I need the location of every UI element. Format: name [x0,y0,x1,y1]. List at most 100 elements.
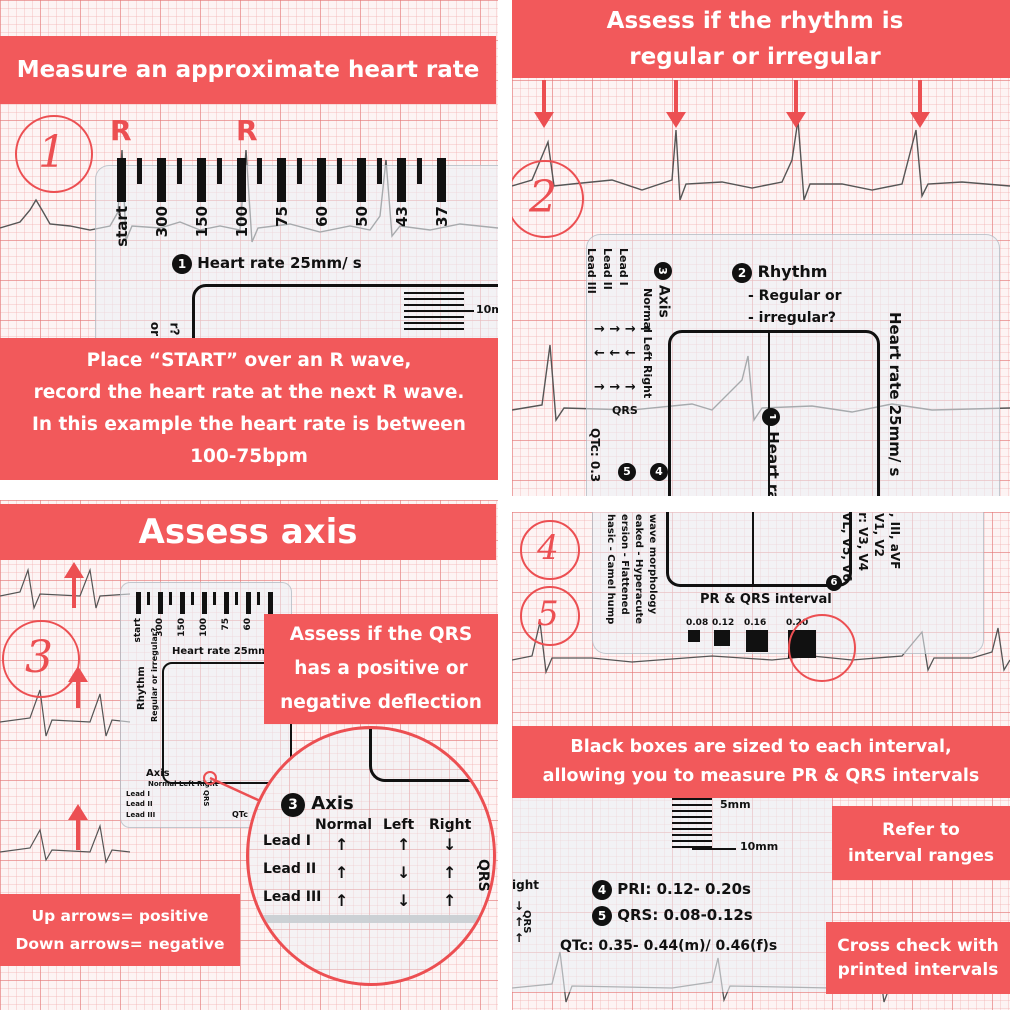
zoom-arrows-right: ↓↑↑ [443,835,457,910]
ruler-side-partial: or [148,321,163,337]
panel-intervals: 6 wave morphology eaked - Hyperacute ers… [512,512,1010,1010]
scale-label: 60 [312,206,331,227]
up-arrows-3 [64,562,88,850]
qrs-label-2: QRS [612,404,638,417]
footer-banner-3: Up arrows= positive Down arrows= negativ… [0,894,240,966]
interval-box [688,630,700,642]
scale-minor-tick [337,158,343,185]
morph-line-4: hasic - Camel hump [605,514,616,625]
ruler-heading-1: 1 Heart rate 25mm/ s [172,254,362,274]
scale-tick [224,592,229,614]
leads-partial-1: II, III, aVF [888,512,902,570]
callout-banner-3: Assess if the QRS has a positive or nega… [264,614,498,724]
ecg-trace-3 [0,567,131,864]
arrow-down-3 [794,80,798,120]
morph-line-1: wave morphology [647,514,658,615]
qtc-partial: QTc: 0.3 [588,428,602,483]
zoom-axis-heading: 3 Axis [281,793,354,817]
arrows-row-1: → → → → [594,322,652,337]
arrows-row-2: ← ← ← [594,346,636,361]
leads-partial-3: or: V3, V4 [856,512,870,572]
badge-6: 6 [826,570,842,591]
zoom-ruler-edge [249,915,493,923]
mini-axis-cols: Normal Left Right [148,780,219,788]
zoom-lead-ii: Lead II [263,861,317,877]
mini-hr-heading: Heart rate 25mm/ s [172,646,282,657]
scale-label: 75 [272,206,291,227]
hr-heading-vertical-b: Heart rate 25mm/ s [886,312,904,477]
mm-scale-lines [404,292,464,332]
scale-tick [437,158,446,202]
scale-label: 43 [392,206,411,227]
step-1-circle [15,115,93,193]
scale-label: 37 [432,206,451,227]
scale-minor-tick [217,158,223,185]
scale-minor-tick [177,158,183,185]
scale-tick [268,592,273,614]
step-2-number: 2 [529,171,557,223]
mini-lead-i: Lead I [126,790,150,798]
lead-ii-vertical: Lead II [601,248,614,290]
qtc-text: QTc: 0.35- 0.44(m)/ 0.46(f)s [560,938,778,954]
zoom-col-left: Left [383,817,415,833]
zoom-qrs: QRS [475,859,491,892]
zoom-col-normal: Normal [315,817,373,833]
r-wave-label-2: R [236,114,258,147]
interval-label: 0.08 [686,618,709,628]
scale-minor-tick [137,158,143,185]
axis-vertical-heading: 3 Axis [654,262,672,318]
ruler-side-partial-2: r? [167,322,182,336]
partial-ight: ight [512,878,539,892]
lower-mm-lines [672,792,712,852]
scale-minor-tick [191,592,194,606]
partial-arrows: ↓↑↑ [514,899,525,945]
rhythm-line-1: - Regular or [748,288,842,304]
step-4-circle [520,520,580,580]
scale-minor-tick [235,592,238,606]
ruler-2 [586,234,1000,496]
rhythm-heading: 2 Rhythm [732,262,827,283]
scale-label: 300 [152,206,171,238]
step-5-number: 5 [537,594,559,634]
leads-partial-4: aVL, V5, V6 [840,512,854,582]
mini-axis: Axis [146,768,170,779]
step-3-circle [2,620,80,698]
step-1-number: 1 [38,126,66,178]
highlight-0.20-circle [788,614,856,682]
scale-tick [237,158,246,202]
zoom-lead-i: Lead I [263,833,311,849]
arrow-down-4 [918,80,922,120]
callout-banner-4a: Refer to interval ranges [832,806,1010,880]
scale-tick [317,158,326,202]
interval-box [714,630,730,646]
callout-banner-4b: Cross check with printed intervals [826,922,1010,994]
mini-ruler [120,582,292,828]
zoom-arrows-left: ↑↓↓ [397,835,411,910]
scale-tick [180,592,185,614]
step-3-number: 3 [25,631,53,683]
step-5-circle [520,586,580,646]
ruler-4-divider [752,512,754,584]
lead-iii-vertical: Lead III [585,248,598,294]
zoom-col-right: Right [429,817,472,833]
label-5mm: 5mm [720,798,751,811]
ruler-2-divider [768,333,770,496]
arrow-down-2 [674,80,678,120]
badge-4-partial: 4 [650,460,668,481]
zoom-magnifier: WW 3 Axis Normal Left Right Lead I Lead … [246,726,496,986]
scale-tick [158,592,163,614]
rhythm-line-2: - irregular? [748,310,837,326]
arrow-down-1 [542,80,546,120]
scale-minor-tick [257,158,263,185]
scale-tick [246,592,251,614]
badge-1: 1 [172,254,192,274]
scale-tick [202,592,207,614]
mini-qtc: QTc [232,810,248,819]
scale-label: 50 [352,206,371,227]
ruler-2-inner-box [668,330,880,496]
scale-minor-tick [169,592,172,606]
morph-line-3: ersion - Flattened [619,514,630,615]
scale-minor-tick [377,158,383,185]
